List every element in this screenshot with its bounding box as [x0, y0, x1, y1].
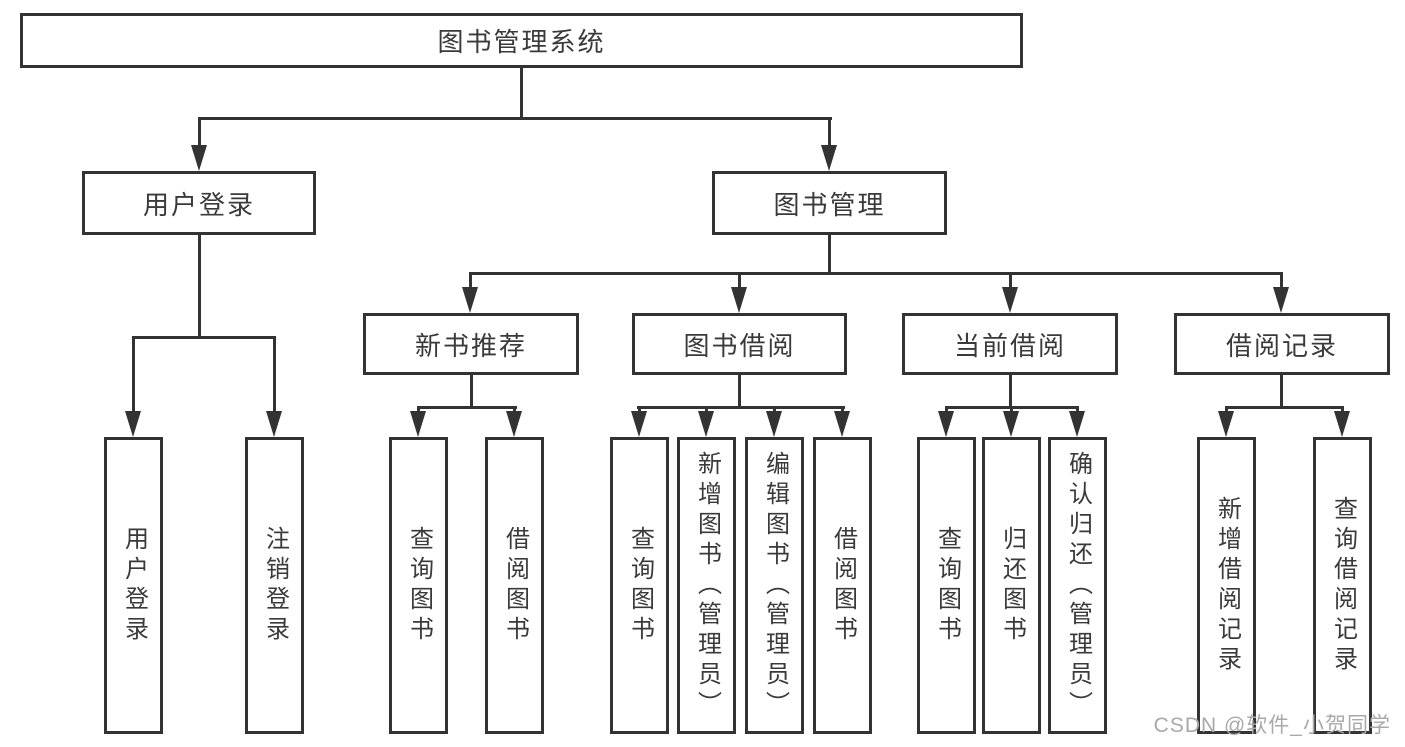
arrow-to-leaf-query-books-2: [631, 411, 647, 437]
connector-book-borrow-span: [637, 406, 845, 409]
connector-br-shaft-2: [1341, 406, 1344, 414]
connector-nb-shaft-1: [417, 406, 420, 414]
arrow-to-borrow-records: [1273, 287, 1289, 313]
csdn-watermark: CSDN @软件_小贺同学: [1153, 714, 1391, 737]
leaf-query-books-1-label: 查询图书: [405, 525, 433, 646]
node-current-borrow-label: 当前借阅: [953, 330, 1066, 361]
leaf-borrow-books-1-label: 借阅图书: [501, 525, 529, 646]
connector-cb-shaft-3: [1076, 406, 1079, 414]
node-new-book-recommend: 新书推荐: [363, 313, 579, 375]
node-borrow-records-label: 借阅记录: [1225, 330, 1338, 361]
connector-bm-shaft-2: [738, 272, 741, 288]
leaf-add-borrow-record-label: 新增借阅记录: [1213, 495, 1241, 676]
leaf-query-books-3: 查询图书: [917, 437, 976, 734]
leaf-confirm-return-admin-label: 确认归还（管理员）: [1064, 450, 1092, 721]
connector-user-login-shaft-2: [273, 336, 276, 412]
leaf-add-books-admin-label: 新增图书（管理员）: [693, 450, 721, 721]
node-current-borrow: 当前借阅: [902, 313, 1118, 375]
leaf-query-books-1: 查询图书: [389, 437, 448, 734]
connector-bb-shaft-2: [705, 406, 708, 414]
connector-root-trunk: [520, 68, 523, 118]
connector-root-left-shaft: [198, 117, 201, 146]
arrow-to-book-borrow: [731, 287, 747, 313]
connector-bb-shaft-4: [841, 406, 844, 414]
leaf-borrow-books-2: 借阅图书: [813, 437, 872, 734]
arrow-to-leaf-user-login: [125, 411, 141, 437]
arrow-to-leaf-query-borrow-record: [1334, 411, 1350, 437]
connector-br-shaft-1: [1225, 406, 1228, 414]
node-borrow-records: 借阅记录: [1174, 313, 1390, 375]
connector-new-book-trunk: [470, 375, 473, 408]
leaf-borrow-books-1: 借阅图书: [485, 437, 544, 734]
arrow-to-leaf-return-books: [1003, 411, 1019, 437]
node-user-login-label: 用户登录: [142, 189, 255, 220]
connector-root-right-shaft: [828, 117, 831, 146]
leaf-query-books-3-label: 查询图书: [933, 525, 961, 646]
connector-cb-shaft-1: [945, 406, 948, 414]
connector-bm-shaft-3: [1009, 272, 1012, 288]
arrow-to-user-login: [191, 145, 207, 171]
arrow-to-leaf-borrow-books-2: [834, 411, 850, 437]
leaf-edit-books-admin: 编辑图书（管理员）: [745, 437, 804, 734]
leaf-edit-books-admin-label: 编辑图书（管理员）: [761, 450, 789, 721]
arrow-to-leaf-query-books-1: [410, 411, 426, 437]
node-new-book-recommend-label: 新书推荐: [414, 330, 527, 361]
connector-bb-shaft-3: [773, 406, 776, 414]
connector-new-book-span: [417, 406, 517, 409]
leaf-logout: 注销登录: [245, 437, 304, 734]
connector-root-span: [198, 117, 832, 120]
connector-borrow-records-span: [1225, 406, 1344, 409]
node-book-management: 图书管理: [712, 171, 947, 235]
leaf-query-borrow-record-label: 查询借阅记录: [1329, 495, 1357, 676]
connector-book-borrow-trunk: [738, 375, 741, 408]
connector-bm-shaft-1: [469, 272, 472, 288]
node-user-login: 用户登录: [82, 171, 316, 235]
arrow-to-book-management: [821, 145, 837, 171]
arrow-to-leaf-add-borrow-record: [1218, 411, 1234, 437]
connector-current-borrow-trunk: [1009, 375, 1012, 408]
connector-book-management-span: [469, 272, 1283, 275]
node-book-borrow: 图书借阅: [632, 313, 847, 375]
leaf-return-books-label: 归还图书: [998, 525, 1026, 646]
arrow-to-leaf-query-books-3: [938, 411, 954, 437]
leaf-query-books-2-label: 查询图书: [626, 525, 654, 646]
leaf-borrow-books-2-label: 借阅图书: [829, 525, 857, 646]
node-book-borrow-label: 图书借阅: [683, 330, 796, 361]
node-root: 图书管理系统: [20, 13, 1023, 68]
arrow-to-leaf-edit-books: [766, 411, 782, 437]
leaf-add-borrow-record: 新增借阅记录: [1197, 437, 1256, 734]
connector-borrow-records-trunk: [1280, 375, 1283, 408]
leaf-user-login: 用户登录: [104, 437, 163, 734]
leaf-query-borrow-record: 查询借阅记录: [1313, 437, 1372, 734]
leaf-query-books-2: 查询图书: [610, 437, 669, 734]
leaf-logout-label: 注销登录: [261, 525, 289, 646]
node-book-management-label: 图书管理: [773, 189, 886, 220]
connector-nb-shaft-2: [513, 406, 516, 414]
connector-user-login-shaft-1: [132, 336, 135, 412]
connector-user-login-trunk: [198, 235, 201, 338]
leaf-confirm-return-admin: 确认归还（管理员）: [1048, 437, 1107, 734]
arrow-to-leaf-confirm-return: [1069, 411, 1085, 437]
leaf-return-books: 归还图书: [982, 437, 1041, 734]
arrow-to-leaf-add-books: [698, 411, 714, 437]
arrow-to-leaf-borrow-books-1: [506, 411, 522, 437]
arrow-to-new-book-recommend: [462, 287, 478, 313]
connector-bb-shaft-1: [638, 406, 641, 414]
connector-cb-shaft-2: [1010, 406, 1013, 414]
connector-bm-shaft-4: [1280, 272, 1283, 288]
connector-book-management-trunk: [828, 235, 831, 275]
leaf-user-login-label: 用户登录: [120, 525, 148, 646]
connector-user-login-span: [132, 336, 276, 339]
node-root-label: 图书管理系统: [437, 27, 606, 57]
leaf-add-books-admin: 新增图书（管理员）: [677, 437, 736, 734]
arrow-to-leaf-logout: [266, 411, 282, 437]
arrow-to-current-borrow: [1002, 287, 1018, 313]
